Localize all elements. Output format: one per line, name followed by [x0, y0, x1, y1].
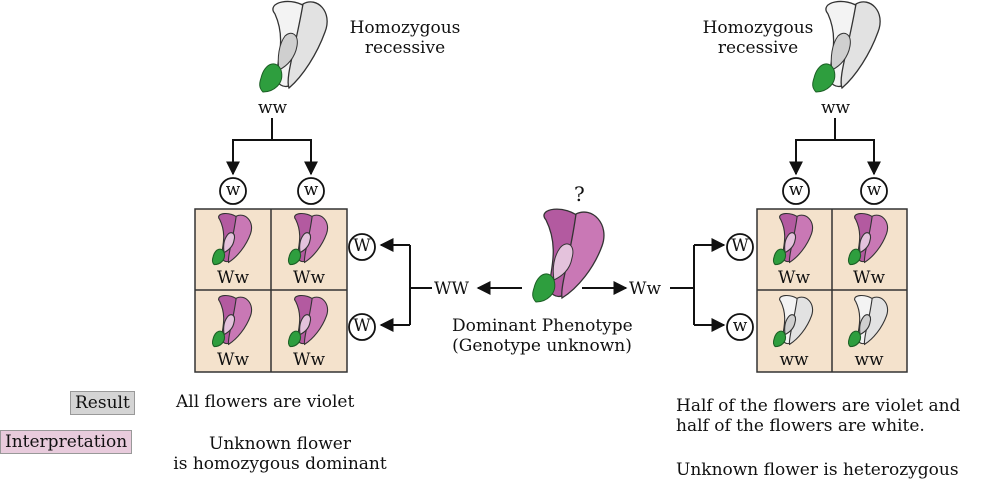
left-parent-arrows — [226, 118, 318, 176]
unknown-label: Dominant Phenotype(Genotype unknown) — [452, 316, 633, 356]
gamete-label: w — [866, 180, 882, 200]
gamete-label: w — [788, 180, 804, 200]
cell-genotype: Ww — [852, 268, 886, 288]
violet-flower-icon — [532, 208, 605, 303]
gamete-label: W — [353, 236, 371, 256]
violet-flower-icon — [287, 213, 329, 266]
gamete-label: w — [225, 180, 241, 200]
left-result: All flowers are violet — [176, 392, 355, 412]
violet-flower-icon — [287, 295, 329, 348]
white-flower-icon — [259, 0, 328, 93]
violet-flower-icon — [211, 213, 253, 266]
gamete-label: W — [353, 316, 371, 336]
white-flower-icon — [847, 295, 889, 348]
genotype-option-ww-hetero: Ww — [629, 279, 662, 299]
right-parent-genotype: ww — [821, 98, 851, 118]
cell-genotype: ww — [779, 350, 809, 370]
cell-genotype: Ww — [777, 268, 811, 288]
cell-genotype: Ww — [292, 350, 326, 370]
gamete-label: w — [732, 316, 748, 336]
gamete-circles — [219, 177, 888, 341]
cell-genotype: ww — [854, 350, 884, 370]
violet-flower-icon — [772, 213, 814, 266]
violet-flower-icon — [847, 213, 889, 266]
gamete-label: w — [303, 180, 319, 200]
cell-genotype: Ww — [216, 268, 250, 288]
genotype-option-ww-dominant: WW — [434, 279, 469, 299]
center-arrows — [379, 238, 726, 332]
question-mark: ? — [574, 182, 585, 206]
gamete-label: W — [731, 236, 749, 256]
interpretation-tag: Interpretation — [0, 430, 133, 454]
right-interpretation: Unknown flower is heterozygous — [676, 460, 959, 480]
cell-genotype: Ww — [216, 350, 250, 370]
white-flower-icon — [772, 295, 814, 348]
violet-flower-icon — [211, 295, 253, 348]
result-tag: Result — [70, 391, 135, 415]
white-flower-icon — [812, 0, 881, 93]
cell-genotype: Ww — [292, 268, 326, 288]
left-parent-genotype: ww — [258, 98, 288, 118]
right-parent-arrows — [789, 118, 881, 176]
